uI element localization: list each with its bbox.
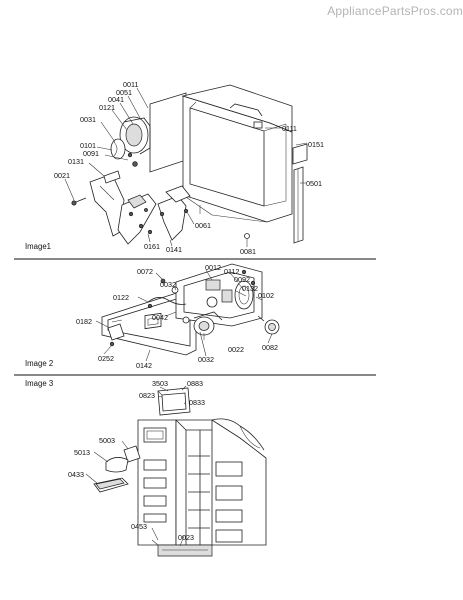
part-label-0161: 0161 [144,242,160,251]
part-label-5013: 5013 [74,448,90,457]
leaders-image1 [64,87,308,247]
part-label-0122: 0122 [113,293,129,302]
image1-drawing [64,84,308,247]
watermark-text: AppliancePartsPros.com [327,4,463,18]
leaders-image3 [85,385,187,547]
part-label-0032: 0032 [160,280,176,289]
bracket-0131 [89,170,125,237]
part-label-3503: 3503 [152,379,168,388]
part-label-0032b: 0032 [198,355,214,364]
chute-left [117,193,157,245]
part-label-0453: 0453 [131,522,147,531]
screws-image1 [71,197,250,239]
part-label-0142: 0142 [136,361,152,370]
leaders-image2 [95,269,273,362]
part-label-0132: 0132 [242,284,258,293]
part-label-0031: 0031 [80,115,96,124]
part-label-0252: 0252 [98,354,114,363]
section-label-2: Image 2 [25,359,53,368]
part-label-0501: 0501 [306,179,322,188]
part-label-0072: 0072 [137,267,153,276]
motor-0101 [110,138,126,160]
panel-0011 [149,92,187,173]
part-label-0101: 0101 [80,141,96,150]
part-label-0823: 0823 [139,391,155,400]
part-label-0112: 0112 [224,267,239,276]
housing-0111 [181,84,293,223]
small-parts-image2 [147,269,256,324]
chute-right [157,185,191,241]
refrigerator-cabinet [137,418,267,557]
part-label-0883: 0883 [187,379,203,388]
part-label-0121: 0121 [99,103,115,112]
part-label-5003: 5003 [99,436,115,445]
part-label-0092: 0092 [234,275,250,284]
bracket-0012 [175,263,263,327]
part-label-0061: 0061 [195,221,211,230]
watermark: AppliancePartsPros.com [0,4,463,18]
knob-0082 [257,315,280,335]
part-label-0102: 0102 [258,291,274,300]
part-label-0182: 0182 [76,317,92,326]
cup-5003 [105,445,141,473]
cover-0182 [107,323,125,347]
wire-0122 [147,297,187,305]
part-label-0433: 0433 [68,470,84,479]
part-label-0111: 0111 [282,124,297,133]
section-label-1: Image1 [25,242,51,251]
part-label-0042: 0042 [152,313,168,322]
image2-drawing [95,263,280,362]
part-label-0021: 0021 [54,171,70,180]
part-label-0131: 0131 [68,157,84,166]
strip-0151 [292,143,308,165]
part-label-0833: 0833 [189,398,205,407]
tray-0433 [93,477,129,493]
part-label-0022: 0022 [228,345,244,354]
part-label-0011: 0011 [123,80,138,89]
part-label-0051: 0051 [116,88,132,97]
part-label-0082: 0082 [262,343,278,352]
part-label-0081: 0081 [240,247,256,256]
top-panel-0833 [157,387,191,416]
part-label-0141: 0141 [166,245,182,254]
part-label-0091: 0091 [83,149,99,158]
rail-0501 [293,166,304,244]
part-label-0023: 0023 [178,533,194,542]
part-label-0041: 0041 [108,95,124,104]
motor-assembly [119,116,151,167]
part-label-0012: 0012 [205,263,221,272]
image3-drawing [85,385,267,557]
section-label-3: Image 3 [25,379,53,388]
part-label-0151: 0151 [308,140,324,149]
